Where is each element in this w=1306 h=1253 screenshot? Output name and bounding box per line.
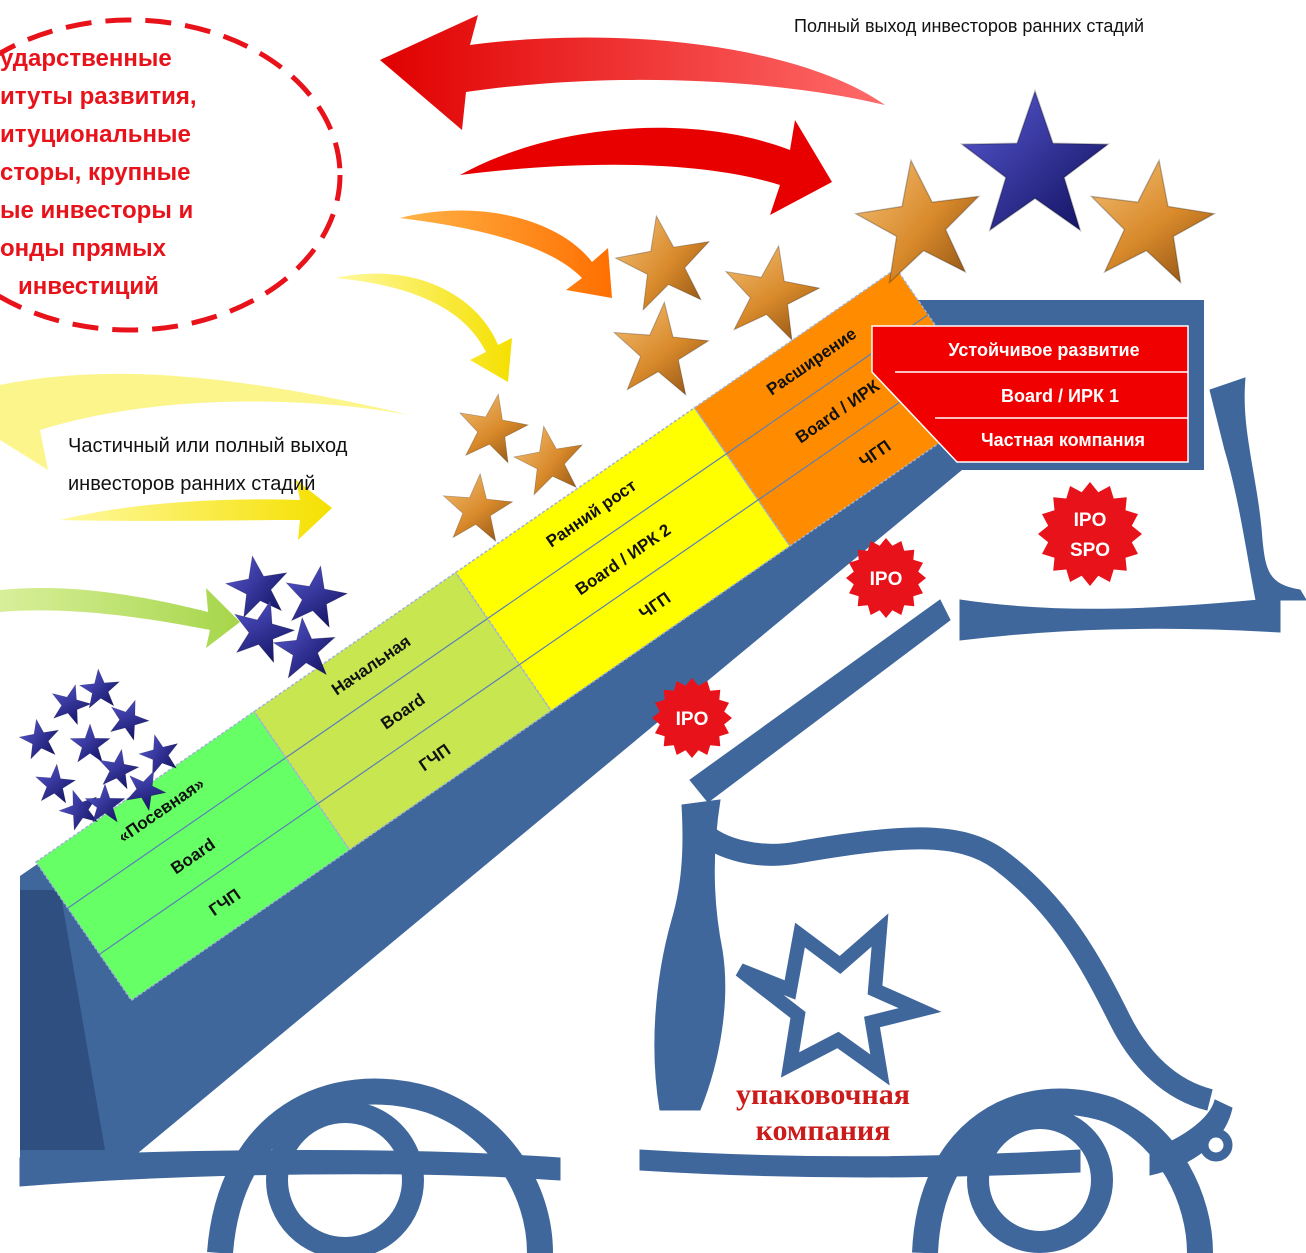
- navy-star-medium: [221, 550, 294, 620]
- truck-wheel-arch-right: [912, 1088, 1213, 1253]
- badge-burst: [652, 678, 732, 758]
- truck-label-line2: компания: [756, 1114, 891, 1147]
- middle-note-line1: Частичный или полный выход: [68, 435, 348, 457]
- platform-row3: Частная компания: [981, 430, 1145, 450]
- investors-bubble-line: сторы, крупные: [0, 159, 190, 186]
- gold-star-large: [848, 151, 990, 287]
- stage-row-divider: [285, 618, 488, 759]
- truck-headlight: [1199, 1128, 1233, 1162]
- investors-bubble-line: ые инвесторы и: [0, 197, 193, 224]
- truck-wheel-right: [967, 1107, 1113, 1253]
- badge-label: IPO: [676, 709, 709, 730]
- badge-label: IPO: [1074, 510, 1107, 531]
- investors-bubble: ударственные итуты развития, итуциональные…: [0, 17, 343, 333]
- stage-row-divider: [67, 757, 287, 909]
- orange-arrow: [400, 210, 612, 298]
- truck-label: упаковочная компания: [736, 1078, 910, 1147]
- navy-star-medium: [279, 560, 352, 630]
- arrows: [0, 15, 885, 648]
- navy-star-small: [16, 715, 63, 761]
- ipo-badge-mid: IPO: [846, 538, 926, 618]
- investors-bubble-line: ударственные: [0, 45, 172, 72]
- yellow-arrow-lower: [60, 480, 332, 540]
- stage-row-divider: [519, 499, 759, 666]
- truck-rod-3: [1209, 377, 1306, 601]
- staircase: [20, 300, 1204, 1158]
- truck-chassis-rear: [639, 1149, 1081, 1178]
- gold-star-small: [509, 419, 590, 498]
- top-right-note: Полный выход инвесторов ранних стадий: [794, 16, 1144, 36]
- navy-star-small: [69, 723, 111, 763]
- badge-label: IPO: [870, 569, 903, 590]
- navy-star-medium: [224, 592, 301, 666]
- badges-layer: IPO IPO IPO SPO: [652, 482, 1142, 758]
- gold-star-medium: [609, 207, 720, 314]
- navy-star-large: [961, 90, 1109, 231]
- platform-row2: Board / ИРК 1: [1001, 386, 1119, 406]
- platform: Устойчивое развитие Board / ИРК 1 Частна…: [871, 325, 1189, 463]
- investors-bubble-line: онды прямых: [0, 235, 167, 262]
- stage-row-divider: [317, 664, 520, 805]
- gold-star-medium: [608, 297, 713, 397]
- platform-row1: Устойчивое развитие: [948, 340, 1139, 360]
- badge-burst: [846, 538, 926, 618]
- truck-cab-pillar: [654, 799, 726, 1111]
- ipo-badge-low: IPO: [652, 678, 732, 758]
- truck-window-frame: [735, 913, 942, 1086]
- truck-wheel-arch-left: [207, 1078, 553, 1253]
- yellow-arrow-upper: [335, 273, 512, 382]
- investors-bubble-line: итуты развития,: [0, 83, 197, 110]
- truck-rod-2: [959, 597, 1281, 641]
- ipo-spo-badge: IPO SPO: [1038, 482, 1142, 586]
- staircase-support: [20, 890, 105, 1150]
- gold-star-large: [1080, 151, 1222, 287]
- yellow-arrow-left: [0, 373, 410, 470]
- truck-label-line1: упаковочная: [736, 1078, 910, 1111]
- stage-row-divider: [99, 803, 319, 955]
- investors-bubble-text: ударственные итуты развития, итуциональные…: [0, 45, 197, 300]
- gold-star-small: [439, 470, 516, 543]
- platform-box: [871, 325, 1189, 463]
- investors-bubble-line: итуциональные: [0, 121, 191, 148]
- badge-label: SPO: [1070, 540, 1110, 561]
- green-arrow: [0, 588, 240, 648]
- middle-note-line2: инвесторов ранних стадий: [68, 473, 315, 495]
- badge-burst: [1038, 482, 1142, 586]
- stage-row-divider: [487, 453, 727, 619]
- investors-bubble-line: инвестиций: [18, 273, 159, 300]
- truck-rod-1: [689, 599, 951, 803]
- truck: [19, 377, 1306, 1253]
- gold-star-medium: [715, 237, 826, 344]
- gold-star-small: [452, 387, 533, 466]
- red-arrow-to-stars: [460, 120, 832, 215]
- staircase-frame: [20, 300, 1204, 1158]
- navy-star-small: [33, 761, 78, 804]
- investors-bubble-outline: [0, 17, 343, 333]
- truck-chassis: [19, 1150, 561, 1187]
- truck-wheel-left: [266, 1101, 424, 1253]
- truck-cab-outline: [692, 821, 1214, 1111]
- red-exit-arrow: [380, 15, 885, 130]
